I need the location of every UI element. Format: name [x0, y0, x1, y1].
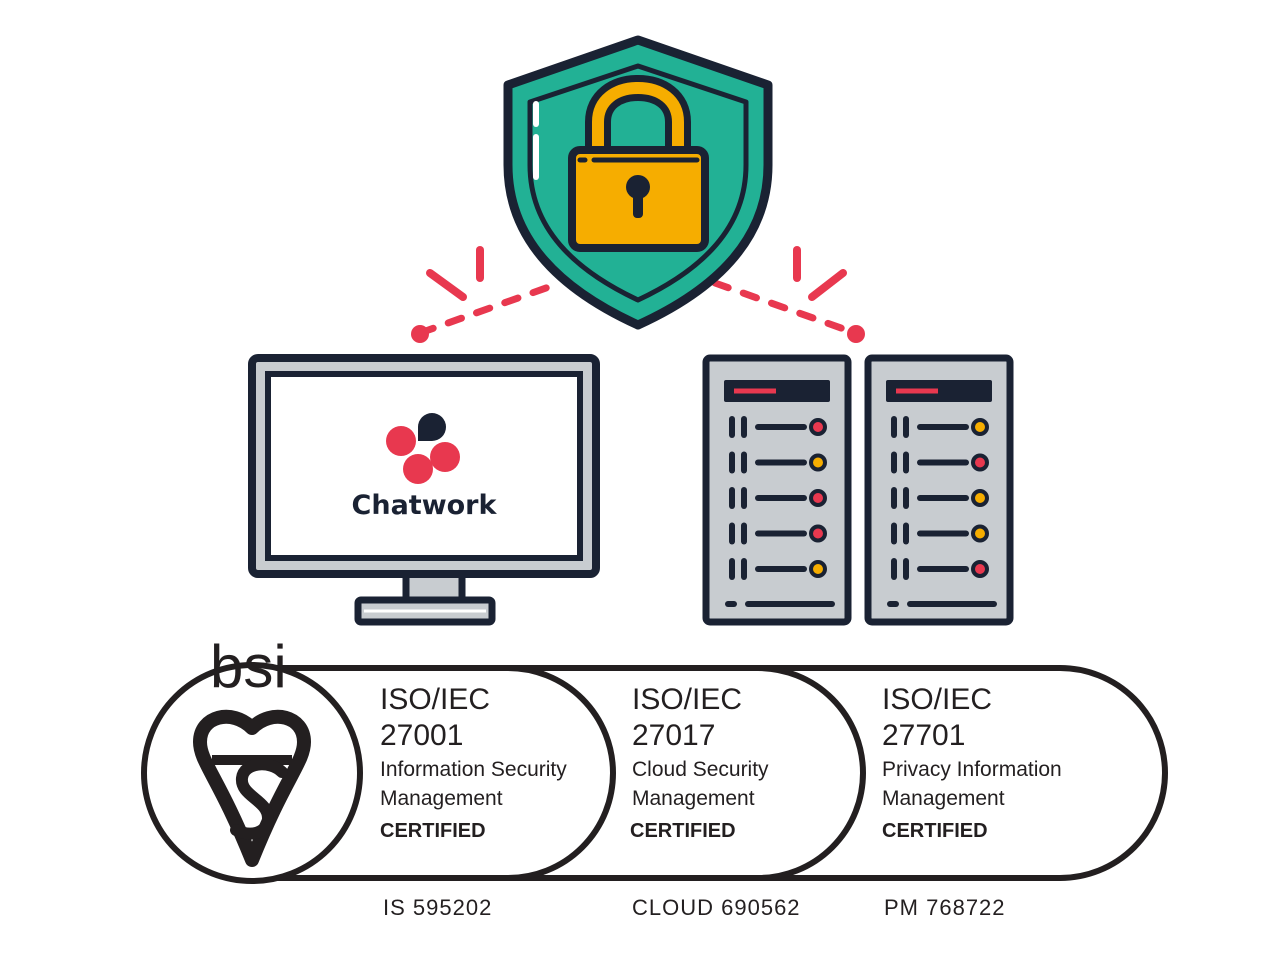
cert-description-line1: Cloud Security [632, 758, 769, 781]
cert-status: CERTIFIED [380, 820, 486, 842]
cert-id: PM 768722 [884, 895, 1006, 920]
cert-id: IS 595202 [383, 895, 493, 920]
bsi-wordmark: bsi [210, 633, 287, 700]
connection-dot-left [411, 325, 429, 343]
cert-status: CERTIFIED [630, 820, 736, 842]
alert-sparks-right [793, 246, 847, 301]
server-slot [729, 522, 827, 545]
padlock-icon [568, 74, 709, 252]
server-status-light [809, 489, 827, 507]
server-status-light [809, 453, 827, 472]
server-slot [729, 451, 827, 474]
cert-number: 27701 [882, 719, 966, 752]
server-slot [729, 416, 827, 438]
bsi-certification-badge [141, 662, 1168, 884]
server-slot [891, 558, 989, 580]
server-status-light [971, 418, 989, 436]
server-slot [891, 487, 989, 509]
server-status-light [971, 489, 989, 507]
server-slot [729, 487, 827, 509]
cert-status: CERTIFIED [882, 820, 988, 842]
chatwork-logo-icon [386, 413, 460, 484]
server-slot [729, 558, 827, 580]
kitemark-icon [193, 709, 311, 867]
cert-description-line1: Privacy Information [882, 758, 1062, 781]
cert-id: CLOUD 690562 [632, 895, 801, 920]
connection-lines [411, 279, 865, 343]
cert-number: 27017 [632, 719, 716, 752]
server-rack-icon [702, 354, 1014, 626]
server-status-light [971, 524, 989, 543]
server-status-light [809, 418, 827, 436]
cert-description-line2: Management [632, 787, 755, 810]
connection-dot-right [847, 325, 865, 343]
cert-standard: ISO/IEC [380, 683, 491, 716]
cert-description-line1: Information Security [380, 758, 567, 781]
server-status-light [809, 524, 827, 543]
server-slot [891, 522, 989, 545]
server-status-light [809, 560, 827, 578]
server-status-light [971, 560, 989, 578]
server-rack [702, 354, 852, 626]
server-rack [864, 354, 1014, 626]
cert-standard: ISO/IEC [882, 683, 993, 716]
alert-sparks-left [426, 246, 484, 301]
connection-line-right [711, 279, 859, 337]
cert-description-line2: Management [882, 787, 1005, 810]
chatwork-wordmark: Chatwork [351, 490, 497, 521]
server-slot [891, 416, 989, 438]
cert-number: 27001 [380, 719, 464, 752]
cert-description-line2: Management [380, 787, 503, 810]
server-status-light [971, 453, 989, 472]
connection-line-left [416, 279, 564, 337]
cert-standard: ISO/IEC [632, 683, 743, 716]
server-slot [891, 451, 989, 474]
